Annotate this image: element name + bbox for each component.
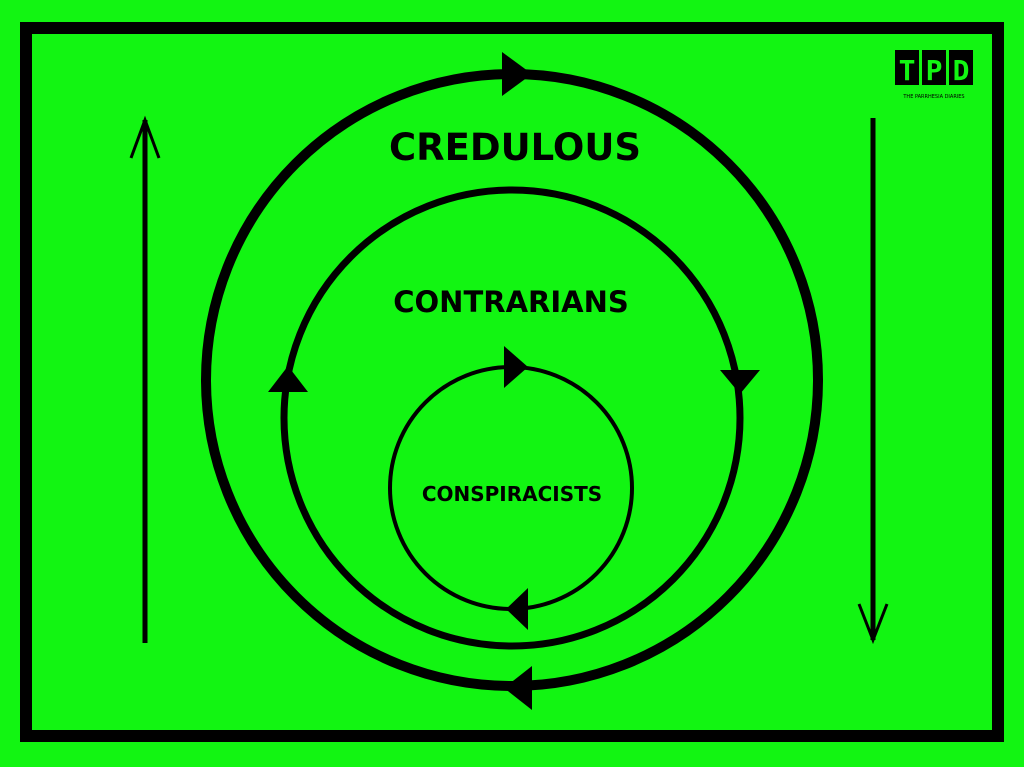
frame-border bbox=[20, 22, 1004, 742]
outer-top-arrowhead-icon bbox=[502, 52, 532, 96]
svg-text:D: D bbox=[953, 54, 970, 87]
outer-bottom-arrowhead-icon bbox=[504, 666, 532, 710]
tpd-logo: T P D THE PARRHESIA DIARIES bbox=[895, 50, 973, 100]
credulous-label: CREDULOUS bbox=[389, 126, 641, 169]
down-arrow-icon bbox=[857, 118, 889, 645]
up-arrow-icon bbox=[129, 115, 161, 643]
middle-circle bbox=[280, 186, 744, 650]
inner-top-arrowhead-icon bbox=[504, 346, 528, 388]
inner-bottom-arrowhead-icon bbox=[506, 588, 528, 630]
svg-text:THE PARRHESIA DIARIES: THE PARRHESIA DIARIES bbox=[902, 94, 964, 100]
middle-left-arrowhead-icon bbox=[268, 366, 308, 392]
middle-right-arrowhead-icon bbox=[720, 370, 760, 394]
svg-text:P: P bbox=[926, 54, 943, 87]
conspiracists-label: CONSPIRACISTS bbox=[422, 482, 602, 506]
contrarians-label: CONTRARIANS bbox=[393, 285, 628, 319]
svg-text:T: T bbox=[899, 54, 916, 87]
